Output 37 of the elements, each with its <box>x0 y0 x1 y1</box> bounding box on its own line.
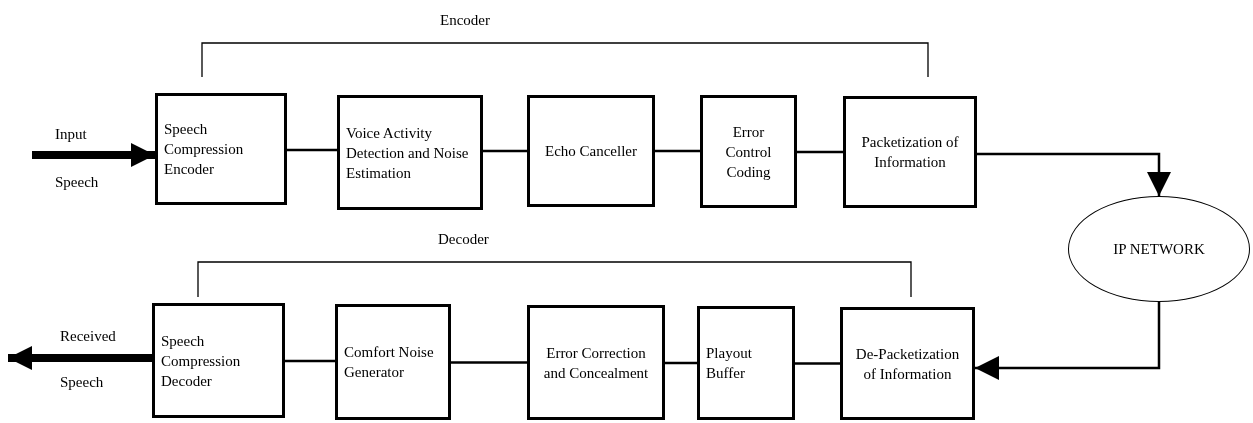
process-box <box>337 95 483 210</box>
box-label: Comfort Noise Generator <box>344 343 435 382</box>
connector-line <box>483 149 527 153</box>
arrow <box>977 152 1171 196</box>
box-label: Playout Buffer <box>706 344 753 383</box>
text-label: Decoder <box>438 230 489 249</box>
connector-line <box>285 359 335 363</box>
text-label: Speech <box>55 173 99 192</box>
process-box <box>155 93 287 205</box>
process-box <box>840 307 975 420</box>
connector-line <box>287 148 337 152</box>
box-label: Voice Activity Detection and Noise Estimation <box>346 123 470 183</box>
box-label: IP NETWORK <box>1113 240 1205 259</box>
connector-line <box>797 150 843 154</box>
text-label: Received <box>60 327 116 346</box>
text-label: Speech <box>60 373 104 392</box>
connector-line <box>665 361 697 365</box>
box-label: De-Packetization of Information <box>854 344 961 384</box>
process-box <box>700 95 797 208</box>
process-box <box>152 303 285 418</box>
text-label: Input <box>55 125 87 144</box>
box-label: Speech Compression Decoder <box>161 331 242 391</box>
box-label: Error Control Coding <box>724 122 773 182</box>
box-label: Error Correction and Concealment <box>542 343 650 383</box>
text-label: Encoder <box>440 11 490 30</box>
process-box <box>335 304 451 420</box>
process-box <box>527 95 655 207</box>
process-box <box>843 96 977 208</box>
box-label: Packetization of Information <box>860 133 960 172</box>
process-box <box>527 305 665 420</box>
connector-line <box>451 361 527 364</box>
arrow <box>975 302 1161 380</box>
connector-line <box>795 362 840 365</box>
box-label: Speech Compression Encoder <box>164 120 245 179</box>
process-box <box>697 306 795 420</box>
connector-line <box>655 149 700 153</box>
box-label: Echo Canceller <box>544 142 637 161</box>
